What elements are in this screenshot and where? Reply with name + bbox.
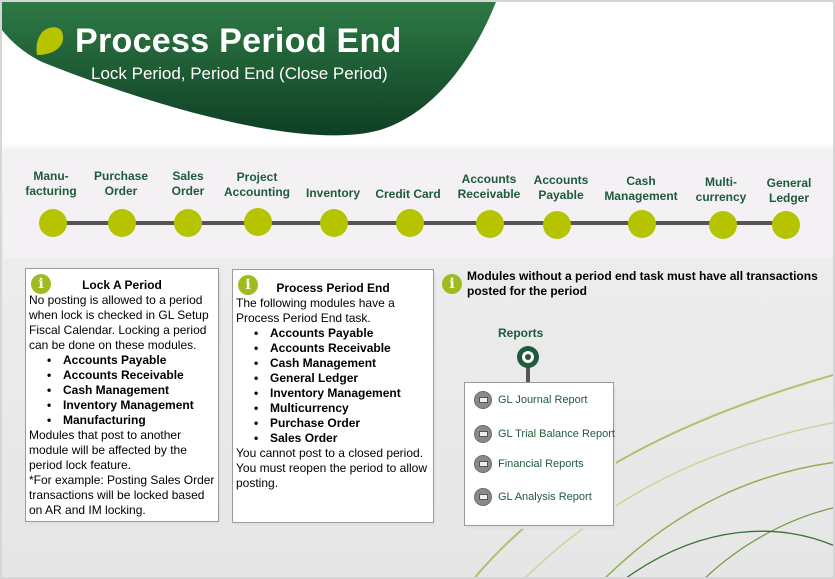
lock-card-list: Accounts Payable Accounts Receivable Cas…: [29, 353, 215, 428]
module-label-accounts-receivable: Accounts Receivable: [457, 172, 521, 201]
report-icon: [474, 455, 492, 473]
report-label: GL Trial Balance Report: [498, 428, 615, 440]
reports-title: Reports: [498, 326, 544, 340]
module-node-inventory[interactable]: [320, 209, 348, 237]
lock-card-example: *For example: Posting Sales Order transa…: [29, 473, 215, 517]
list-item: Cash Management: [29, 383, 215, 398]
page-subtitle: Lock Period, Period End (Close Period): [91, 64, 388, 83]
module-label-purchase-order: Purchase Order: [93, 169, 149, 198]
list-item: Accounts Receivable: [29, 368, 215, 383]
report-link-gl-journal[interactable]: GL Journal Report: [474, 390, 587, 410]
list-item: Accounts Receivable: [236, 341, 430, 356]
list-item: Multicurrency: [236, 401, 430, 416]
period-end-card-outro: You cannot post to a closed period. You …: [236, 446, 428, 490]
period-end-card-title: Process Period End: [276, 281, 390, 295]
list-item: Accounts Payable: [29, 353, 215, 368]
module-label-manufacturing: Manu- facturing: [25, 169, 77, 198]
module-label-sales-order: Sales Order: [171, 169, 205, 198]
period-end-note: Modules without a period end task must h…: [467, 269, 818, 298]
leaf-icon: [36, 27, 64, 55]
list-item: Purchase Order: [236, 416, 430, 431]
module-node-sales-order[interactable]: [174, 209, 202, 237]
report-link-gl-trial-balance[interactable]: GL Trial Balance Report: [474, 424, 615, 444]
list-item: Manufacturing: [29, 413, 215, 428]
list-item: Sales Order: [236, 431, 430, 446]
module-node-project-accounting[interactable]: [244, 208, 272, 236]
report-label: GL Journal Report: [498, 394, 588, 406]
info-icon: i: [238, 275, 258, 295]
lock-period-card: i Lock A Period No posting is allowed to…: [25, 268, 219, 522]
lock-card-title: Lock A Period: [82, 278, 162, 292]
lock-card-intro: No posting is allowed to a period when l…: [29, 293, 209, 352]
module-node-accounts-payable[interactable]: [543, 211, 571, 239]
period-end-card-list: Accounts Payable Accounts Receivable Cas…: [236, 326, 430, 446]
report-link-financial[interactable]: Financial Reports: [474, 454, 584, 474]
module-node-manufacturing[interactable]: [39, 209, 67, 237]
module-label-cash-management: Cash Management: [604, 174, 678, 203]
module-label-general-ledger: General Ledger: [766, 176, 812, 205]
period-end-card: i Process Period End The following modul…: [232, 269, 434, 523]
reports-node-icon[interactable]: [514, 344, 542, 386]
list-item: General Ledger: [236, 371, 430, 386]
module-node-general-ledger[interactable]: [772, 211, 800, 239]
report-label: Financial Reports: [498, 458, 584, 470]
list-item: Cash Management: [236, 356, 430, 371]
list-item: Inventory Management: [236, 386, 430, 401]
module-node-accounts-receivable[interactable]: [476, 210, 504, 238]
module-label-multicurrency: Multi- currency: [695, 175, 747, 204]
module-node-credit-card[interactable]: [396, 209, 424, 237]
module-node-cash-management[interactable]: [628, 210, 656, 238]
module-label-inventory: Inventory: [305, 186, 360, 200]
page-title: Process Period End: [75, 22, 402, 60]
module-label-project-accounting: Project Accounting: [224, 170, 290, 199]
report-link-gl-analysis[interactable]: GL Analysis Report: [474, 487, 592, 507]
report-icon: [474, 391, 492, 409]
list-item: Inventory Management: [29, 398, 215, 413]
list-item: Accounts Payable: [236, 326, 430, 341]
info-icon: i: [442, 274, 462, 294]
module-node-purchase-order[interactable]: [108, 209, 136, 237]
report-icon: [474, 425, 492, 443]
report-label: GL Analysis Report: [498, 491, 592, 503]
module-flow-band: [4, 148, 833, 258]
report-icon: [474, 488, 492, 506]
lock-card-outro: Modules that post to another module will…: [29, 428, 187, 472]
info-icon: i: [31, 274, 51, 294]
module-label-credit-card: Credit Card: [375, 187, 441, 201]
period-end-card-intro: The following modules have a Process Per…: [236, 296, 395, 325]
module-label-accounts-payable: Accounts Payable: [533, 173, 589, 202]
module-node-multicurrency[interactable]: [709, 211, 737, 239]
